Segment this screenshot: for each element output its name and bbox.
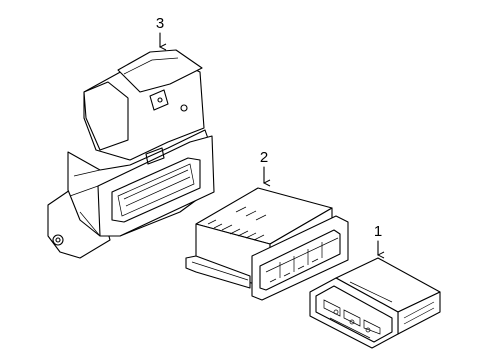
callout-label-3: 3 — [156, 15, 164, 32]
callout-1: 1 — [374, 223, 382, 255]
callout-label-2: 2 — [260, 149, 268, 166]
callout-label-1: 1 — [374, 223, 382, 240]
part-3-duct-housing — [47, 49, 215, 259]
part-2-receiver-housing — [185, 187, 349, 301]
callout-2: 2 — [260, 149, 268, 183]
part-1-radio-unit — [309, 257, 441, 349]
callout-3: 3 — [156, 15, 164, 47]
